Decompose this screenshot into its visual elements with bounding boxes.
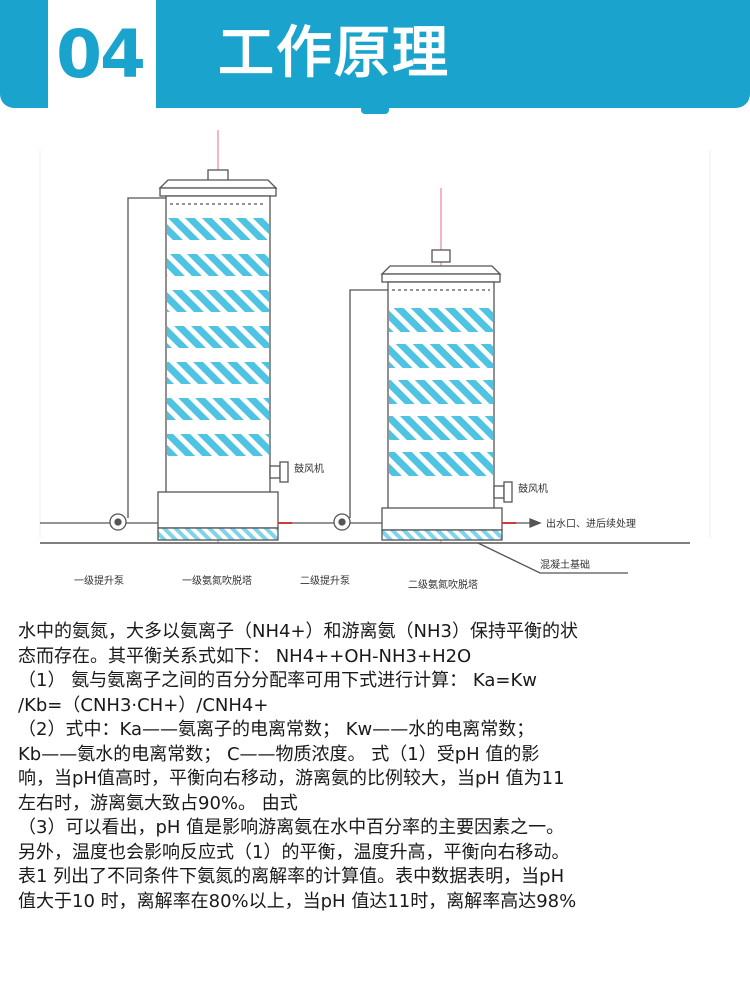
blower-1-flange (279, 461, 289, 483)
tower-1-cap (158, 179, 278, 189)
text-line: Kb——氨水的电离常数； C——物质浓度。 式（1）受pH 值的影 (18, 743, 540, 765)
diagram-svg: 鼓风机 鼓风机 出水口、进后续处理 混凝土基础 一级提升泵 一级氨氮吹脱塔 二级… (39, 130, 711, 591)
label-foundation: 混凝土基础 (540, 558, 590, 571)
tower-1-foundation (157, 527, 279, 541)
text-line: /Kb=（CNH3·CH+）/CNH4+ (18, 694, 269, 716)
section-header: 04 工作原理 (0, 0, 750, 114)
label-tower-2: 二级氨氮吹脱塔 (408, 578, 478, 591)
text-line: （3）可以看出，pH 值是影响游离氨在水中百分率的主要因素之一。 (18, 817, 565, 838)
tower-2-cap (380, 265, 502, 275)
text-line: 响，当pH值高时，平衡向右移动，游离氨的比例较大，当pH 值为11 (18, 768, 565, 789)
tower-2-foundation (381, 529, 503, 541)
tower-2-vent (431, 249, 451, 263)
header-title-bar (156, 0, 750, 108)
text-line: 水中的氨氮，大多以氨离子（NH4+）和游离氨（NH3）保持平衡的状 (18, 621, 578, 642)
background-grid (39, 150, 711, 538)
tower-2 (349, 188, 513, 543)
text-line: （1） 氨与氨离子之间的百分分配率可用下式进行计算： Ka=Kw (18, 670, 538, 691)
tower-2-base (381, 507, 503, 531)
label-pump-2: 二级提升泵 (300, 575, 350, 587)
label-outlet: 出水口、进后续处理 (546, 517, 636, 530)
blower-2-flange (503, 481, 513, 503)
pump-1 (109, 513, 127, 531)
text-line: 另外，温度也会影响反应式（1）的平衡，温度升高，平衡向右移动。 (18, 841, 570, 863)
text-line: 值大于10 时，离解率在80%以上，当pH 值达11时，离解率高达98% (18, 890, 577, 912)
stripping-tower-diagram: 鼓风机 鼓风机 出水口、进后续处理 混凝土基础 一级提升泵 一级氨氮吹脱塔 二级… (0, 118, 750, 608)
text-line: 表1 列出了不同条件下氨氮的离解率的计算值。表中数据表明，当pH (18, 866, 565, 887)
tower-2-packing (389, 308, 493, 332)
header-left-accent (0, 0, 48, 108)
tower-1 (127, 130, 289, 543)
text-line: （2）式中：Ka——氨离子的电离常数； Kw——水的电离常数； (18, 719, 535, 740)
label-blower-2: 鼓风机 (518, 482, 548, 495)
section-number: 04 (56, 16, 146, 93)
text-line: 左右时，游离氨大致占90%。 由式 (18, 792, 298, 814)
section-title: 工作原理 (218, 21, 450, 86)
label-blower-1: 鼓风机 (294, 462, 324, 475)
tower-1-base (157, 491, 279, 529)
tower-1-packing (167, 218, 269, 240)
header-number-box (48, 0, 152, 110)
text-line: 态而存在。其平衡关系式如下： NH4++OH-NH3+H2O (18, 645, 472, 667)
principle-description: 水中的氨氮，大多以氨离子（NH4+）和游离氨（NH3）保持平衡的状 态而存在。其… (18, 620, 734, 914)
header-tab-notch (361, 104, 389, 114)
pump-2 (333, 513, 351, 531)
label-tower-1: 一级氨氮吹脱塔 (182, 574, 252, 587)
label-pump-1: 一级提升泵 (74, 575, 124, 587)
piping (40, 518, 690, 574)
